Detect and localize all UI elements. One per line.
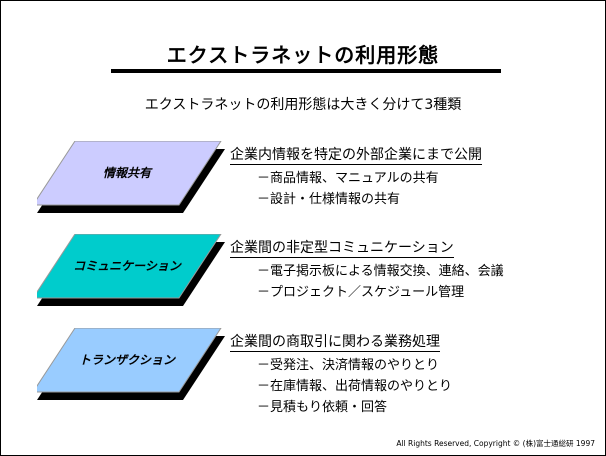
slide-title: エクストラネットの利用形態 xyxy=(166,43,440,67)
slide-subtitle: エクストラネットの利用形態は大きく分けて3種類 xyxy=(144,97,462,113)
bullet-item: －商品情報、マニュアルの共有 xyxy=(257,171,439,186)
bullet-item: －受発注、決済情報のやりとり xyxy=(257,358,440,373)
section-heading: 企業内情報を特定の外部企業にまで公開 xyxy=(230,147,482,165)
parallelogram-communication: コミュニケーション xyxy=(37,234,225,306)
section-label: トランザクション xyxy=(78,353,175,367)
parallelogram-shape xyxy=(37,234,225,306)
bullet-item: －見積もり依頼・回答 xyxy=(257,400,388,415)
section-label: コミュニケーション xyxy=(73,259,181,273)
section-heading: 企業間の商取引に関わる業務処理 xyxy=(230,334,440,352)
bullet-item: －電子掲示板による情報交換、連絡、会議 xyxy=(257,264,504,279)
section-heading: 企業間の非定型コミュニケーション xyxy=(230,240,454,258)
parallelogram-fill xyxy=(37,141,222,206)
parallelogram-shape xyxy=(37,141,225,213)
title-underline xyxy=(111,69,501,73)
parallelogram-transaction: トランザクション xyxy=(37,328,225,400)
bullet-item: －在庫情報、出荷情報のやりとり xyxy=(257,379,453,394)
parallelogram-fill xyxy=(37,234,222,299)
section-info-sharing: 情報共有 企業内情報を特定の外部企業にまで公開 －商品情報、マニュアルの共有 －… xyxy=(1,141,605,221)
section-transaction: トランザクション 企業間の商取引に関わる業務処理 －受発注、決済情報のやりとり … xyxy=(1,328,605,415)
parallelogram-fill xyxy=(37,328,222,393)
parallelogram-info-sharing: 情報共有 xyxy=(37,141,225,213)
section-label: 情報共有 xyxy=(102,166,151,180)
bullet-item: －プロジェクト／スケジュール管理 xyxy=(257,285,465,300)
section-communication: コミュニケーション 企業間の非定型コミュニケーション －電子掲示板による情報交換… xyxy=(1,234,605,314)
copyright-footer: All Rights Reserved, Copyright © (株)富士通総… xyxy=(396,439,595,448)
bullet-item: －設計・仕様情報の共有 xyxy=(257,192,401,207)
parallelogram-shape xyxy=(37,328,225,400)
